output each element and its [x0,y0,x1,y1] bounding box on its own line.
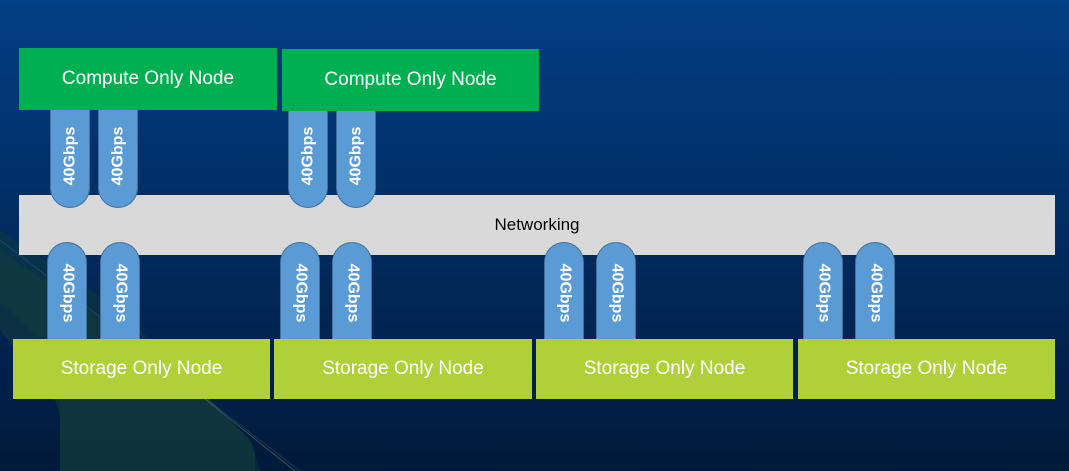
link-speed-label: 40Gbps [299,126,316,186]
networking-bar: Networking [19,195,1055,255]
storage-node-label: Storage Only Node [845,358,1008,379]
background-diagonal-line-2 [204,398,296,471]
compute-link-1b: 40Gbps [98,105,138,208]
link-speed-label: 40Gbps [556,263,573,322]
compute-node-1: Compute Only Node [19,48,277,110]
link-speed-label: 40Gbps [815,263,832,322]
compute-link-2b: 40Gbps [336,105,376,208]
compute-node-label: Compute Only Node [324,69,497,90]
storage-node-1: Storage Only Node [13,339,270,399]
compute-node-2: Compute Only Node [282,49,539,111]
compute-link-1a: 40Gbps [50,105,90,208]
storage-link-4b: 40Gbps [855,242,895,342]
link-speed-label: 40Gbps [112,263,129,322]
networking-label: Networking [494,215,580,234]
storage-link-1a: 40Gbps [47,242,87,342]
link-speed-label: 40Gbps [61,126,78,186]
link-speed-label: 40Gbps [867,263,884,322]
storage-link-3a: 40Gbps [544,242,584,342]
compute-node-label: Compute Only Node [61,68,235,89]
link-speed-label: 40Gbps [608,263,625,322]
storage-link-3b: 40Gbps [596,242,636,342]
link-speed-label: 40Gbps [347,126,364,186]
storage-link-2b: 40Gbps [332,242,372,342]
storage-link-4a: 40Gbps [803,242,843,342]
link-speed-label: 40Gbps [344,263,361,322]
link-speed-label: 40Gbps [59,263,76,322]
storage-node-4: Storage Only Node [798,339,1055,399]
storage-node-label: Storage Only Node [322,358,484,379]
storage-node-2: Storage Only Node [274,339,532,399]
link-speed-label: 40Gbps [292,263,309,322]
storage-link-1b: 40Gbps [100,242,140,342]
storage-link-2a: 40Gbps [280,242,320,342]
storage-node-3: Storage Only Node [536,339,793,399]
link-speed-label: 40Gbps [109,126,126,186]
storage-node-label: Storage Only Node [60,358,223,379]
compute-link-2a: 40Gbps [288,105,328,208]
storage-node-label: Storage Only Node [583,358,746,379]
